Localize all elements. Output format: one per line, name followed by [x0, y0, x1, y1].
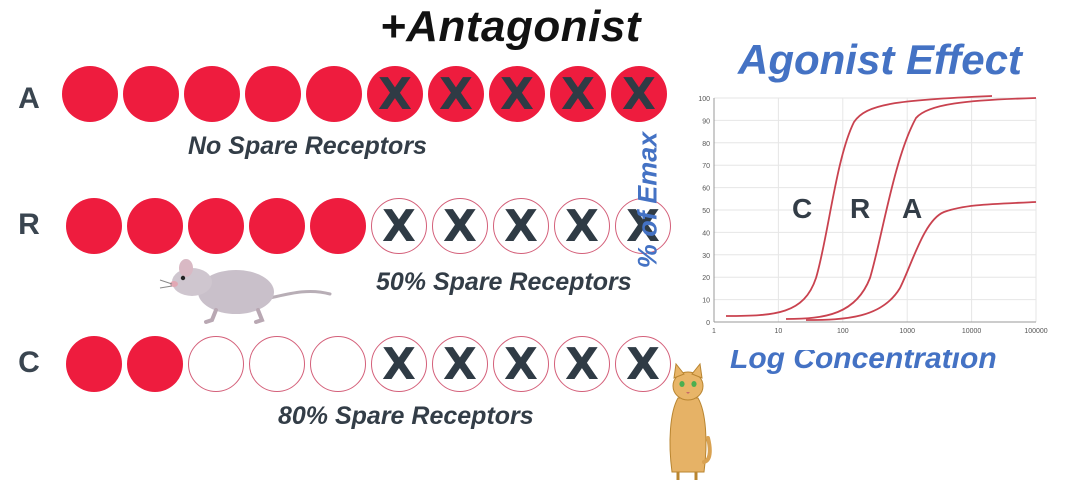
receptor-circle: X — [554, 336, 610, 392]
y-tick-label: 60 — [702, 186, 710, 193]
y-tick-label: 100 — [698, 96, 710, 103]
receptor-circle: X — [489, 66, 545, 122]
curve-label-a: A — [902, 193, 922, 224]
curve-r — [785, 97, 1037, 320]
receptor-circle: X — [432, 198, 488, 254]
y-tick-label: 20 — [702, 275, 710, 282]
row-label-r: R — [18, 208, 40, 241]
antagonist-title: +Antagonist — [380, 2, 641, 51]
x-tick-label: 1000 — [899, 328, 915, 335]
x-tick-label: 1 — [712, 328, 716, 335]
receptor-circle — [245, 66, 301, 122]
receptor-circle — [310, 336, 366, 392]
caption-row-c: 80% Spare Receptors — [278, 402, 534, 430]
y-tick-label: 70 — [702, 163, 710, 170]
curve-label-c: C — [792, 193, 812, 224]
x-tick-label: 10000 — [962, 328, 982, 335]
y-tick-label: 0 — [706, 320, 710, 327]
receptor-circle — [66, 198, 122, 254]
receptor-circle: X — [493, 336, 549, 392]
y-tick-label: 90 — [702, 118, 710, 125]
graph-y-axis-label: % of Emax — [632, 131, 663, 269]
receptor-circle: X — [371, 198, 427, 254]
receptor-circle — [127, 198, 183, 254]
receptor-circle — [306, 66, 362, 122]
receptor-circle — [184, 66, 240, 122]
receptor-circle: X — [615, 336, 671, 392]
receptor-circle — [127, 336, 183, 392]
receptor-circle — [188, 198, 244, 254]
receptor-circle: X — [428, 66, 484, 122]
row-label-c: C — [18, 346, 40, 379]
y-tick-label: 80 — [702, 141, 710, 148]
receptor-circle: X — [371, 336, 427, 392]
receptor-circle — [123, 66, 179, 122]
curve-c — [725, 95, 993, 317]
rat-icon — [159, 259, 332, 324]
receptor-circle: X — [493, 198, 549, 254]
caption-row-r: 50% Spare Receptors — [376, 268, 632, 296]
receptor-circle: X — [611, 66, 667, 122]
receptor-circle: X — [615, 198, 671, 254]
cat-icon — [669, 362, 712, 480]
receptor-circle — [310, 198, 366, 254]
receptor-circle: X — [554, 198, 610, 254]
y-tick-label: 40 — [702, 230, 710, 237]
graph-title: Agonist Effect — [738, 36, 1022, 83]
x-tick-label: 100 — [837, 328, 849, 335]
receptor-circle — [62, 66, 118, 122]
row-label-a: A — [18, 82, 40, 115]
receptor-circle — [249, 336, 305, 392]
receptor-circle — [188, 336, 244, 392]
receptor-circle: X — [432, 336, 488, 392]
y-tick-label: 30 — [702, 253, 710, 260]
curve-label-r: R — [850, 193, 870, 224]
receptor-circle — [66, 336, 122, 392]
y-tick-label: 50 — [702, 208, 710, 215]
caption-row-a: No Spare Receptors — [188, 132, 427, 160]
receptor-circle: X — [550, 66, 606, 122]
x-tick-label: 10 — [775, 328, 783, 335]
y-tick-label: 10 — [702, 298, 710, 305]
curve-a — [805, 201, 1037, 321]
x-tick-label: 100000 — [1024, 328, 1047, 335]
receptor-circle: X — [367, 66, 423, 122]
receptor-circle — [249, 198, 305, 254]
